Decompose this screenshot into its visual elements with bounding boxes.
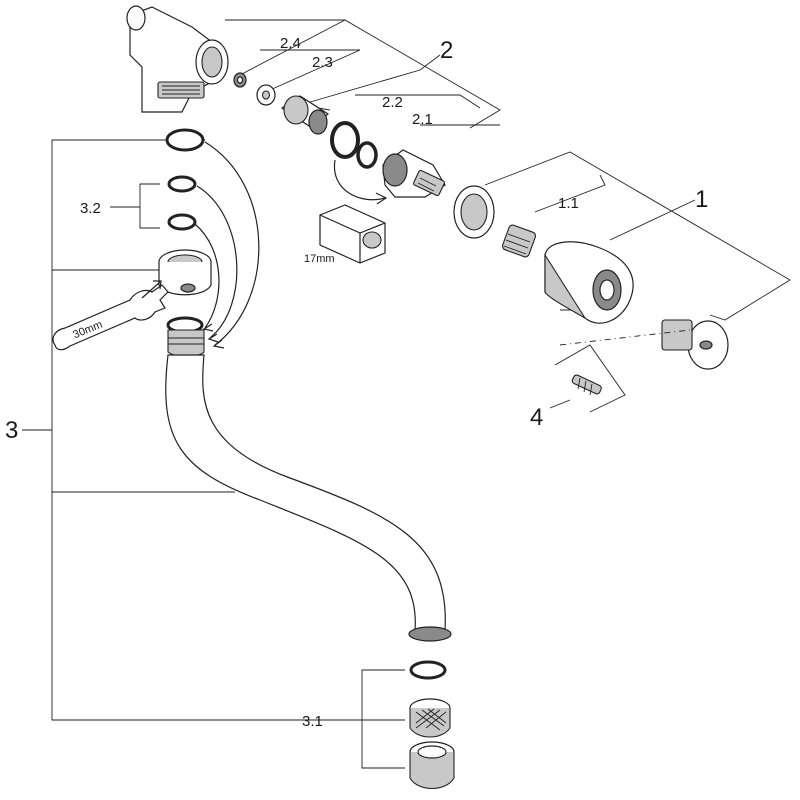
- union-nut-body: [158, 262, 212, 296]
- install-arrows-group-3: [194, 141, 260, 349]
- spout-connector: [167, 329, 205, 358]
- label-3: 3: [5, 417, 18, 444]
- frame-1-top: [484, 151, 791, 281]
- socket-17mm: 17mm: [304, 204, 386, 265]
- spout-tube: [165, 354, 446, 631]
- spline-adapter-1-1: [501, 224, 537, 258]
- label-2-3: 2.3: [312, 54, 333, 71]
- o-ring-2-2: [330, 121, 360, 159]
- label-2-1: 2.1: [412, 111, 433, 128]
- spout-outlet: [408, 626, 452, 642]
- bracket-3-1: [361, 669, 405, 769]
- washer-3-top: [165, 128, 205, 152]
- label-1-1: 1.1: [558, 195, 579, 212]
- screw-4: [571, 374, 602, 395]
- label-2: 2: [440, 37, 453, 64]
- wrench-body: [52, 284, 169, 351]
- label-2-4: 2.4: [280, 35, 301, 52]
- group-3-parts: [158, 128, 455, 790]
- leader-lines: [22, 19, 791, 769]
- label-17mm: 17mm: [304, 253, 335, 265]
- leader-2-3-part: [269, 49, 361, 91]
- leader-2-4-part: [239, 19, 346, 76]
- label-3-1: 3.1: [302, 713, 323, 730]
- bracket-3-2: [139, 183, 160, 229]
- o-ring-2-1: [356, 141, 378, 169]
- group-4-screw: [571, 374, 602, 396]
- elbow-fitting: [126, 5, 229, 113]
- ring-3-2-b: [167, 213, 197, 231]
- group-1-parts: [453, 185, 729, 370]
- washer-3-1: [409, 660, 447, 680]
- frame-1-right: [709, 279, 791, 321]
- install-arrow-cartridge: [333, 159, 386, 201]
- frame-1-1: [534, 174, 606, 213]
- label-2-2: 2.2: [382, 94, 403, 111]
- ring-3-2-a: [167, 175, 197, 193]
- leader-2: [299, 54, 441, 106]
- label-3-2: 3.2: [80, 200, 101, 217]
- leader-1: [609, 199, 696, 241]
- group-2-parts: [233, 72, 446, 205]
- label-4: 4: [530, 404, 543, 431]
- leader-4: [549, 399, 571, 409]
- callout-labels: 2 2.4 2.3 2.2 2.1 1 1.1 4 3 3.2 3.1: [5, 35, 708, 730]
- frame-2-2b: [355, 94, 481, 109]
- frame-4: [554, 344, 626, 413]
- label-1: 1: [695, 186, 708, 213]
- wrench-30mm: 30mm: [52, 280, 169, 351]
- elbow-inlet: [126, 5, 146, 31]
- frame-2-4: [225, 19, 501, 129]
- aerator-housing: [409, 752, 455, 790]
- elbow-outlet-inner: [201, 46, 223, 78]
